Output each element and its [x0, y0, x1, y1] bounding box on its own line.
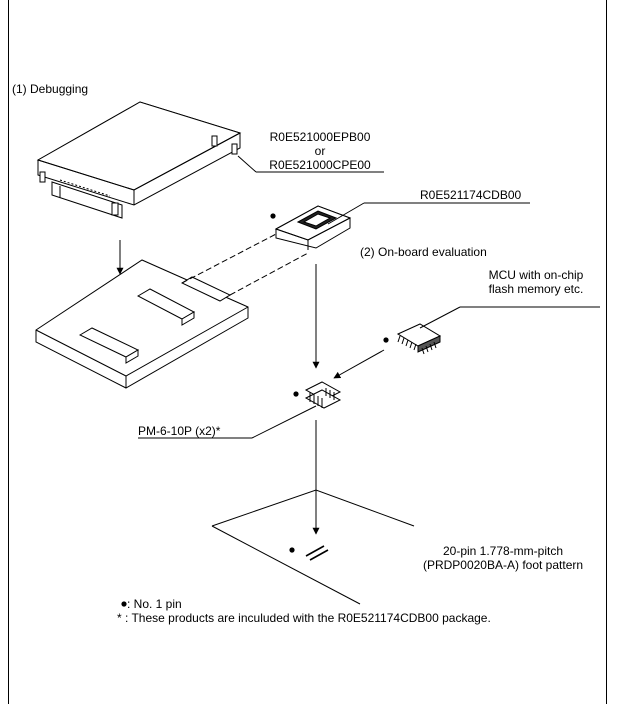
- leader-lines: [138, 155, 600, 439]
- foot-pattern-plane: [211, 489, 415, 605]
- pin1-marker-pod: [270, 213, 276, 219]
- footnote-text: : These products are inculuded with the …: [121, 611, 491, 625]
- connector-label: PM-6-10P (x2)*: [138, 424, 221, 438]
- legend-pin1-bullet-icon: [121, 601, 127, 607]
- legend-footnote: * : These products are inculuded with th…: [117, 611, 491, 625]
- pin1-marker-connector: [293, 391, 299, 397]
- legend-pin1-note: : No. 1 pin: [127, 597, 182, 611]
- pin1-marker-mcu: [383, 337, 389, 343]
- emulator-b-label: R0E521000CPE00: [269, 158, 371, 172]
- diagram-frame: [8, 0, 607, 704]
- mcu-chip: [396, 323, 442, 355]
- pod-label: R0E521174CDB00: [420, 188, 522, 202]
- pin1-marker-foot: [289, 547, 295, 553]
- mcu-label-line1: MCU with on-chip: [488, 268, 584, 282]
- footnote-star: *: [117, 611, 122, 625]
- mcu-label-line2: flash memory etc.: [488, 282, 584, 296]
- flow-arrows: [116, 240, 385, 535]
- or-label: or: [314, 144, 326, 158]
- debugging-heading: (1) Debugging: [12, 82, 89, 96]
- foot-pattern-label-line1: 20-pin 1.778-mm-pitch: [442, 544, 564, 558]
- emulator-unit: [36, 101, 242, 219]
- foot-pattern-label-line2: (PRDP0020BA-A) foot pattern: [422, 558, 584, 572]
- emulator-a-label: R0E521000EPB00: [269, 130, 371, 144]
- onboard-heading: (2) On-board evaluation: [360, 245, 487, 259]
- target-board: [35, 259, 249, 389]
- pod-probe: [274, 205, 352, 250]
- pm-connectors: [304, 381, 342, 409]
- flex-cable: [181, 232, 309, 296]
